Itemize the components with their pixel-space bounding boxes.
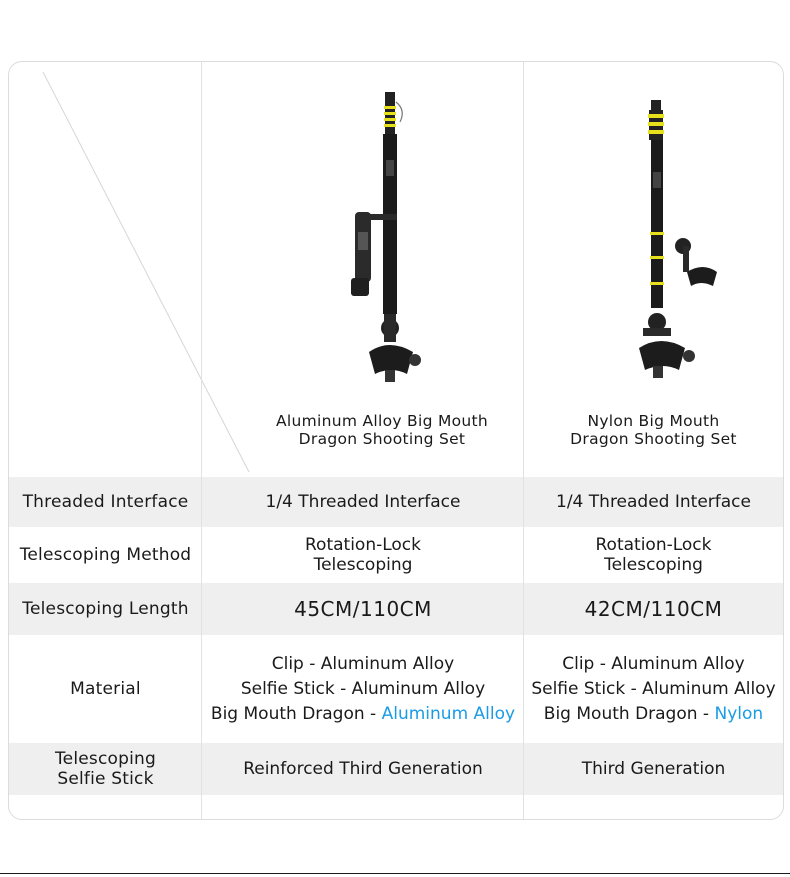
row-label-line: Telescoping <box>54 749 157 769</box>
cell-line: Selfie Stick - Aluminum Alloy <box>531 678 776 699</box>
row-threaded-interface: Threaded Interface 1/4 Threaded Interfac… <box>9 477 783 527</box>
product-name-line: Dragon Shooting Set <box>570 430 737 448</box>
cell-aluminum: Reinforced Third Generation <box>243 759 483 779</box>
product-name-nylon: Nylon Big Mouth Dragon Shooting Set <box>524 412 783 448</box>
product-name-line: Dragon Shooting Set <box>298 430 466 448</box>
cell-aluminum: Clip - Aluminum Alloy Selfie Stick - Alu… <box>202 635 524 743</box>
cell-nylon: Clip - Aluminum Alloy Selfie Stick - Alu… <box>524 635 783 743</box>
row-label: Threaded Interface <box>22 492 189 512</box>
cell-aluminum: 45CM/110CM <box>294 597 432 621</box>
highlight-text: Nylon <box>714 703 764 724</box>
cell-aluminum: 1/4 Threaded Interface <box>265 492 461 512</box>
highlight-text: Aluminum Alloy <box>381 703 516 724</box>
row-label: Telescoping Length <box>22 599 189 619</box>
cell-line: Telescoping <box>604 555 703 575</box>
cell-nylon: 42CM/110CM <box>584 597 723 621</box>
product-name-line: Nylon Big Mouth <box>587 412 720 430</box>
bottom-rule <box>0 873 790 874</box>
cell-nylon: 1/4 Threaded Interface <box>556 492 751 512</box>
cell-line: Clip - Aluminum Alloy <box>271 653 455 674</box>
column-divider <box>523 62 524 819</box>
cell-line: Rotation-Lock <box>595 535 712 555</box>
aluminum-selfie-stick-kit <box>351 92 421 382</box>
row-label: Material <box>70 679 141 699</box>
cell-line: Big Mouth Dragon - Nylon <box>531 702 775 727</box>
row-label: Telescoping Method <box>19 545 192 565</box>
column-divider <box>201 62 202 819</box>
cell-line: Rotation-Lock <box>305 535 421 555</box>
cell-text: Big Mouth Dragon - <box>210 703 382 724</box>
cell-text: Big Mouth Dragon - <box>543 703 715 724</box>
row-label-line: Selfie Stick <box>57 769 154 789</box>
cell-line: Big Mouth Dragon - Aluminum Alloy <box>211 702 515 727</box>
product-name-aluminum: Aluminum Alloy Big Mouth Dragon Shooting… <box>202 412 562 448</box>
row-telescoping-length: Telescoping Length 45CM/110CM 42CM/110CM <box>9 583 783 635</box>
cell-nylon: Third Generation <box>581 759 726 779</box>
product-name-line: Aluminum Alloy Big Mouth <box>275 412 489 430</box>
cell-line: Selfie Stick - Aluminum Alloy <box>240 678 486 699</box>
row-material: Material Clip - Aluminum Alloy Selfie St… <box>9 635 783 743</box>
comparison-table: Aluminum Alloy Big Mouth Dragon Shooting… <box>8 61 784 820</box>
cell-line: Clip - Aluminum Alloy <box>562 653 745 674</box>
header-diagonal <box>42 71 250 473</box>
cell-line: Telescoping <box>313 555 413 575</box>
nylon-selfie-stick-kit <box>639 100 717 378</box>
